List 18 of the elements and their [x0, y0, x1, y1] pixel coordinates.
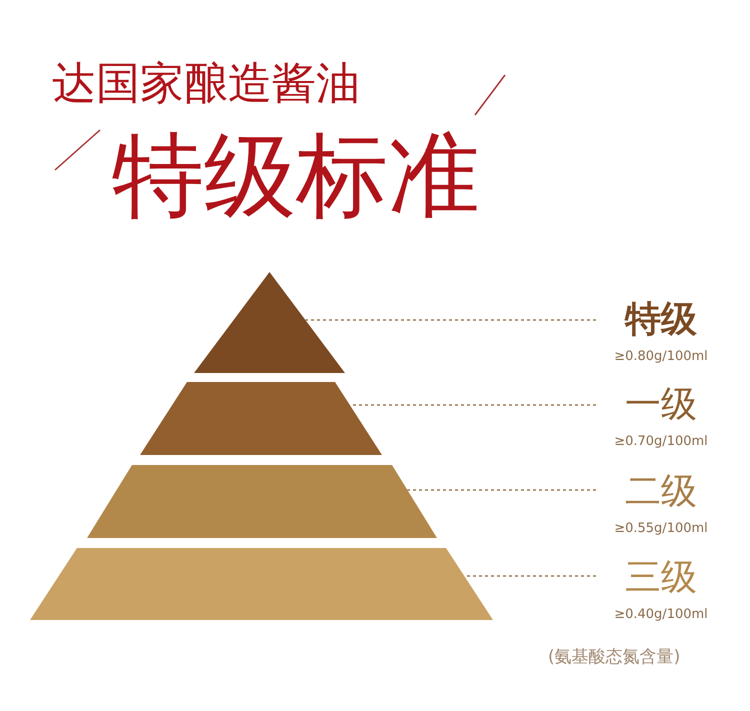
- leader-line: [407, 489, 596, 491]
- value-text: ≥0.40g/100ml: [614, 606, 708, 624]
- pyramid-tier: [140, 382, 382, 455]
- grade-label: 二级: [625, 470, 697, 514]
- grade-label: 一级: [625, 383, 697, 427]
- grade-label: 特级: [625, 298, 697, 342]
- value-text: ≥0.55g/100ml: [614, 520, 708, 538]
- pyramid-tier: [194, 272, 345, 373]
- heading: 达国家酿造酱油: [52, 62, 360, 106]
- value-text: ≥0.80g/100ml: [614, 348, 708, 366]
- leader-line: [305, 319, 596, 321]
- pyramid-tier: [30, 548, 493, 620]
- grade-label: 三级: [625, 556, 697, 600]
- leader-line: [464, 575, 596, 577]
- pyramid-tier: [87, 465, 437, 538]
- note-text: (氨基酸态氮含量): [548, 646, 680, 669]
- heading: 特级标准: [112, 130, 480, 222]
- value-text: ≥0.70g/100ml: [614, 433, 708, 451]
